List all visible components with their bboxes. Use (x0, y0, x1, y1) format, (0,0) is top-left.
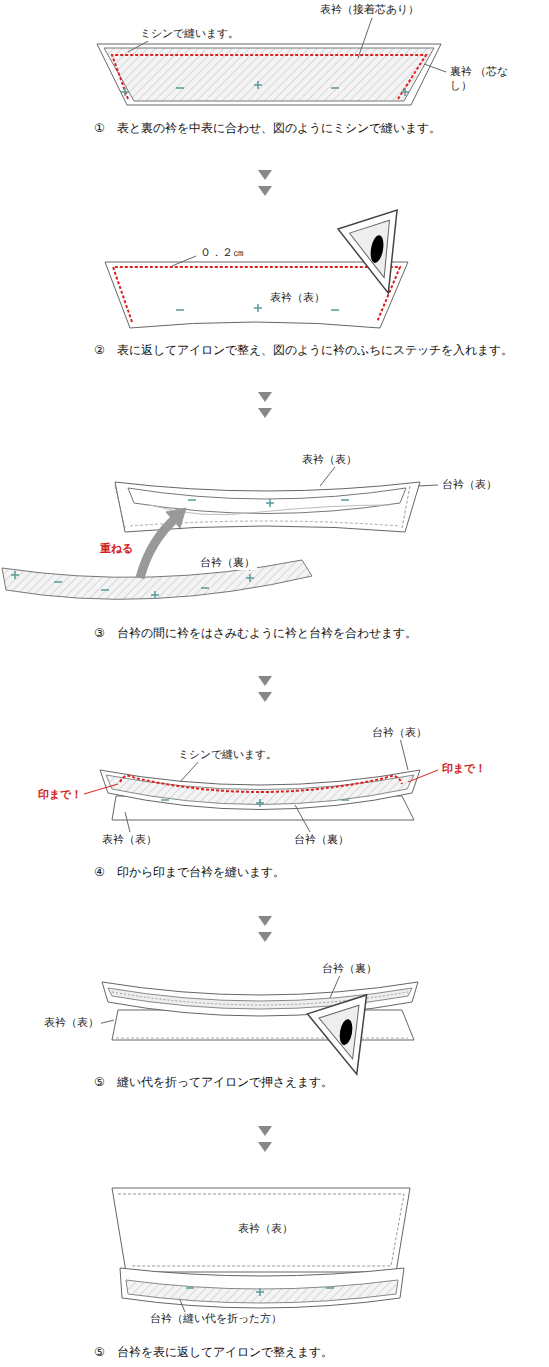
fabric-mark (121, 88, 129, 96)
fabric-mark (161, 799, 169, 801)
fabric-mark (151, 591, 159, 599)
fabric-mark (201, 587, 209, 589)
mark-note: 印まで！ (440, 762, 488, 776)
fabric-mark (254, 81, 262, 89)
fabric-mark (331, 87, 339, 89)
leader-label: ミシンで縫います。 (138, 27, 241, 41)
part-label: 表衿（接着芯あり） (318, 3, 421, 17)
fabric-marks (11, 81, 409, 1296)
leader-label: ミシンで縫います。 (176, 748, 279, 762)
part-label: 台衿（表） (370, 726, 429, 740)
dimension: ０．２㎝ (198, 246, 246, 260)
step-caption: ② 表に返してアイロンで整え、図のように衿のふちにステッチを入れます。 (92, 343, 515, 358)
part-label: 表衿（表） (236, 1222, 295, 1236)
part-label: 表衿（表） (42, 1016, 101, 1030)
fabric-mark (256, 1288, 264, 1296)
fabric-mark (256, 799, 264, 807)
mark-note: 印まで！ (36, 788, 84, 802)
fabric-mark (186, 1287, 194, 1289)
part-label: 台衿（表） (440, 478, 499, 492)
step-caption: ⑤ 台衿を表に返してアイロンで整えます。 (92, 1345, 335, 1360)
fabric-mark (341, 499, 349, 501)
fabric-mark (246, 574, 254, 582)
action-label: 重ねる (98, 542, 135, 556)
step-caption: ④ 印から印まで台衿を縫います。 (92, 865, 287, 880)
fabric-mark (326, 1287, 334, 1289)
part-label: 表衿（表） (268, 291, 327, 305)
fabric-mark (266, 499, 274, 507)
fabric-mark (331, 309, 339, 311)
fabric-mark (341, 799, 349, 801)
fabric-mark (101, 589, 109, 591)
part-label: 裏衿 （芯なし） (448, 65, 512, 93)
part-label: 台衿（裏） (198, 556, 257, 570)
fabric-mark (54, 581, 62, 583)
fabric-mark (188, 499, 196, 501)
part-label: 台衿（縫い代を折った方） (148, 1312, 284, 1326)
part-label: 表衿（表） (300, 453, 359, 467)
part-label: 台衿（裏） (292, 833, 351, 847)
part-label: 台衿（裏） (320, 962, 379, 976)
fabric-mark (401, 88, 409, 96)
step-caption: ③ 台衿の間に衿をはさみむように衿と台衿を合わせます。 (92, 626, 419, 641)
step-caption: ⑤ 縫い代を折ってアイロンで押さえます。 (92, 1075, 335, 1090)
part-label: 表衿（表） (100, 833, 159, 847)
fabric-mark (254, 304, 262, 312)
fabric-mark (176, 309, 184, 311)
fabric-mark (176, 87, 184, 89)
fabric-mark (11, 571, 19, 579)
step-caption: ① 表と裏の衿を中表に合わせ、図のようにミシンで縫います。 (92, 121, 443, 136)
